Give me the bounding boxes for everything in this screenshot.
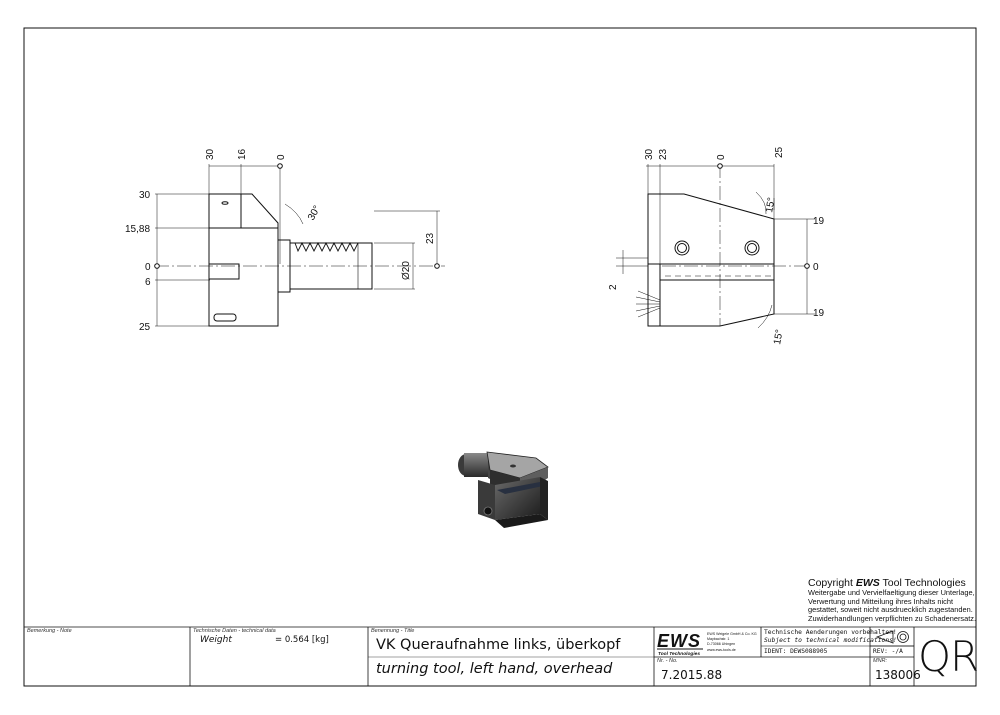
mnr-label: MNR: [873, 658, 888, 664]
number-value: 7.2015.88 [661, 668, 723, 682]
side-dim-top-23: 23 [658, 148, 669, 160]
company-line-4: www.ews-tools.de [707, 648, 736, 652]
revision-field: REV: -/A [873, 648, 903, 655]
side-dim-top-25: 25 [774, 146, 785, 158]
front-dim-left-25: 25 [139, 322, 151, 333]
title-label: Benennung - Title [371, 628, 415, 634]
title-english: turning tool, left hand, overhead [376, 661, 613, 677]
company-line-3: D-73066 Uhingen [707, 642, 735, 646]
company-line-1: EWS Weigele GmbH & Co. KG [707, 632, 757, 636]
side-dim-right-19a: 19 [813, 216, 825, 227]
copyright-line: Verwertung und Mitteilung ihres Inhalts … [808, 596, 954, 606]
mnr-value: 138006 [875, 668, 921, 682]
ews-logo: EWS Tool Technologies [657, 631, 703, 657]
sheet-border [23, 27, 977, 687]
title-block [24, 626, 976, 686]
weight-label: Weight [200, 635, 232, 645]
front-dim-top-16: 16 [237, 148, 248, 160]
weight-value: = 0.564 [kg] [275, 635, 329, 645]
front-dim-angle: 30° [306, 204, 323, 223]
front-dim-diameter: Ø20 [401, 261, 412, 280]
front-dim-left-0: 0 [145, 262, 151, 273]
tech-data-label: Technische Daten - technical data [193, 628, 276, 634]
copyright-title: Copyright EWS Tool Technologies [808, 577, 966, 589]
front-dim-right-23: 23 [425, 232, 436, 244]
copyright-line: gestattet, soweit nicht ausdruecklich zu… [808, 605, 973, 615]
side-dim-angle-bottom: 15° [772, 329, 785, 346]
modifications-german: Technische Aenderungen vorbehalten! [764, 629, 897, 636]
modifications-english: Subject to technical modifications! [764, 637, 897, 644]
side-dim-top-0: 0 [716, 154, 727, 160]
number-label: Nr. - No. [657, 658, 678, 664]
copyright-notice: Copyright EWS Tool Technologies Weiterga… [808, 577, 978, 623]
front-dim-left-6: 6 [145, 277, 151, 288]
svg-text:Tool Technologies: Tool Technologies [658, 651, 700, 657]
front-dim-top-0: 0 [276, 154, 287, 160]
side-dim-right-0: 0 [813, 262, 819, 273]
copyright-line: Weitergabe und Vervielfaeltigung dieser … [808, 588, 975, 597]
side-dim-top-30: 30 [644, 148, 655, 160]
company-line-2: Maybachstr. 1 [707, 637, 729, 641]
title-german: VK Queraufnahme links, überkopf [376, 637, 621, 653]
front-dim-top-30: 30 [205, 148, 216, 160]
copyright-line: Zuwiderhandlungen verpflichten zu Schade… [808, 613, 977, 623]
front-dim-left-1588: 15,88 [125, 224, 150, 235]
side-dim-angle-top: 15° [764, 197, 777, 214]
side-dim-left-2: 2 [608, 284, 619, 290]
qr-marker: QR [918, 632, 979, 681]
side-dim-right-19b: 19 [813, 308, 825, 319]
front-dim-left-30: 30 [139, 190, 151, 201]
tool-holder-render [458, 451, 549, 528]
ident-field: IDENT: DEWS088905 [764, 648, 828, 655]
remark-label: Bemerkung - Note [27, 628, 72, 634]
front-view [154, 163, 445, 327]
svg-text:EWS: EWS [657, 631, 701, 651]
side-view [616, 163, 815, 329]
